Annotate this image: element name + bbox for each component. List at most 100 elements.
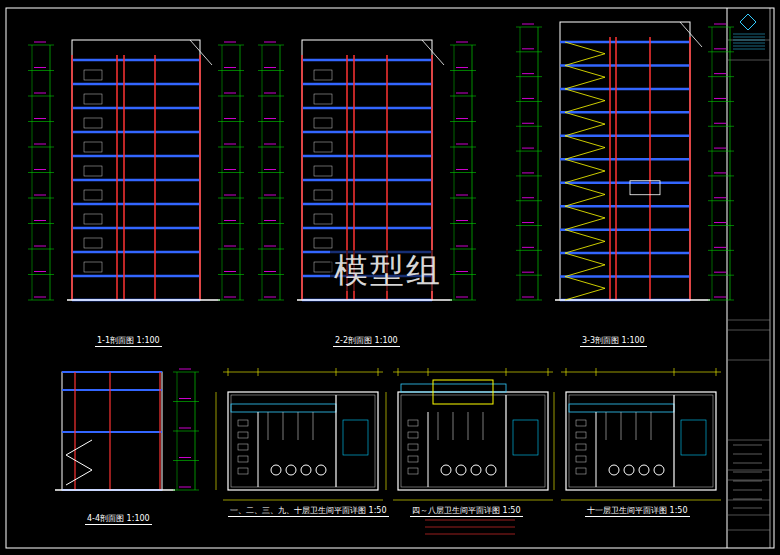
title-block-row <box>727 515 770 516</box>
elevation-mark <box>224 118 236 119</box>
dimension-tick <box>516 101 542 102</box>
partition <box>258 412 259 487</box>
dimension-tick <box>708 250 734 251</box>
elevation-mark <box>522 222 534 223</box>
floor-slab <box>560 228 690 231</box>
elevation-mark <box>264 93 276 94</box>
column <box>71 55 73 300</box>
column <box>649 37 651 300</box>
dimension-tick <box>218 274 244 275</box>
title-block-row <box>727 470 770 471</box>
dimension-tick <box>708 51 734 52</box>
elevation-mark <box>522 24 534 25</box>
dimension-line <box>730 27 731 300</box>
fixture <box>486 465 496 475</box>
floor-slab <box>72 155 200 158</box>
stall-partition <box>438 412 439 440</box>
building-outline <box>62 372 162 490</box>
elevation-mark <box>34 93 46 94</box>
dimension-tick <box>516 27 542 28</box>
dimension-tick <box>708 101 734 102</box>
section-title: 4-4剖面图 1:100 <box>85 514 152 525</box>
dimension-tick <box>516 76 542 77</box>
fixture <box>639 465 649 475</box>
title-block-edge <box>770 8 771 548</box>
dimension-line <box>223 500 383 501</box>
window-frame <box>84 118 102 128</box>
dimension-tick <box>428 368 429 376</box>
elevation-mark <box>179 487 191 488</box>
dimension-tick <box>218 147 244 148</box>
partition <box>673 395 674 487</box>
column <box>74 372 75 490</box>
window-frame <box>84 214 102 224</box>
urinal <box>238 468 248 474</box>
elevation-mark <box>456 93 468 94</box>
floor-slab <box>72 227 200 230</box>
ground-line <box>55 489 175 491</box>
title-block-text-hint <box>733 34 765 35</box>
dimension-tick <box>258 70 284 71</box>
floor-slab <box>72 203 200 206</box>
dimension-tick <box>516 275 542 276</box>
floor-slab <box>302 155 432 158</box>
elevation-mark <box>34 220 46 221</box>
dimension-tick <box>258 274 284 275</box>
elevation-mark <box>264 195 276 196</box>
floor-slab <box>560 64 690 67</box>
dimension-tick <box>450 147 476 148</box>
elevation-mark <box>179 457 191 458</box>
elevation-mark <box>522 197 534 198</box>
window-frame <box>84 94 102 104</box>
fixture <box>471 465 481 475</box>
dimension-tick <box>450 96 476 97</box>
elevation-mark <box>34 67 46 68</box>
building-outline <box>72 40 200 300</box>
title-block-text-hint <box>733 499 762 500</box>
floor-slab <box>560 135 690 138</box>
partition <box>335 395 336 487</box>
urinal <box>238 432 248 438</box>
title-block-text-hint <box>733 490 762 491</box>
elevation-mark <box>34 271 46 272</box>
elevation-mark <box>522 148 534 149</box>
dimension-tick <box>450 121 476 122</box>
note-hint <box>425 520 515 521</box>
dimension-tick <box>516 250 542 251</box>
dimension-line <box>561 500 721 501</box>
window-frame <box>314 118 332 128</box>
section-title: 2-2剖面图 1:100 <box>333 336 400 347</box>
elevation-mark <box>34 144 46 145</box>
elevation-mark <box>34 118 46 119</box>
title-block-row <box>727 40 770 41</box>
partition <box>428 412 429 487</box>
column <box>615 37 617 300</box>
column <box>159 372 160 490</box>
dimension-line <box>712 27 713 300</box>
title-block-row <box>727 480 770 481</box>
stall-partition <box>268 412 269 440</box>
elevation-mark <box>224 195 236 196</box>
elevation-mark <box>456 271 468 272</box>
elevation-mark <box>264 42 276 43</box>
dimension-tick <box>398 368 399 376</box>
stall-partition <box>298 412 299 440</box>
elevation-mark <box>714 24 726 25</box>
floor-slab <box>302 83 432 86</box>
elevation-mark <box>522 247 534 248</box>
plan-wall <box>401 395 545 487</box>
stair-flight <box>565 42 605 300</box>
dimension-tick <box>450 198 476 199</box>
dimension-tick <box>173 431 199 432</box>
floor-slab <box>560 205 690 208</box>
floor-slab <box>302 179 432 182</box>
title-block-text-hint <box>733 40 765 41</box>
floor-slab <box>560 88 690 91</box>
dimension-tick <box>506 368 507 376</box>
window-frame <box>84 166 102 176</box>
sheet-frame <box>6 8 774 548</box>
dimension-tick <box>708 151 734 152</box>
elevation-mark <box>179 428 191 429</box>
fixture <box>441 465 451 475</box>
dimension-tick <box>28 198 54 199</box>
